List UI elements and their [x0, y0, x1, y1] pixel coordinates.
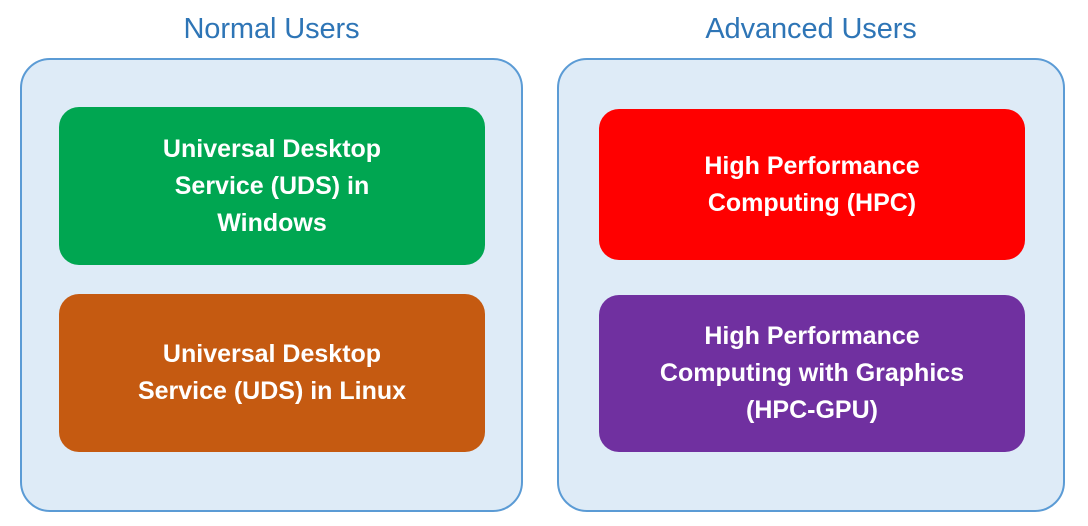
card-hpc-gpu[interactable]: High Performance Computing with Graphics… [599, 295, 1025, 452]
card-line: Computing (HPC) [707, 188, 917, 217]
group-title-advanced-users: Advanced Users [705, 13, 917, 45]
group-normal-users: Normal Users Universal Desktop Service (… [20, 0, 523, 526]
card-line: Computing with Graphics [659, 359, 965, 387]
card-line: Service (UDS) in Linux [137, 377, 407, 405]
card-line: Universal Desktop [162, 340, 382, 368]
panel-advanced-users: High Performance Computing (HPC) High Pe… [557, 58, 1065, 512]
card-line: Service (UDS) in [174, 171, 370, 200]
group-advanced-users: Advanced Users High Performance Computin… [557, 0, 1065, 526]
card-hpc[interactable]: High Performance Computing (HPC) [599, 109, 1025, 260]
panel-normal-users: Universal Desktop Service (UDS) in Windo… [20, 58, 523, 512]
card-line: (HPC-GPU) [746, 396, 878, 424]
group-title-normal-users: Normal Users [183, 13, 360, 45]
card-uds-linux[interactable]: Universal Desktop Service (UDS) in Linux [59, 294, 485, 452]
card-uds-windows[interactable]: Universal Desktop Service (UDS) in Windo… [59, 107, 485, 265]
card-line: Windows [217, 208, 327, 237]
card-line: Universal Desktop [162, 134, 382, 163]
card-line: High Performance [704, 322, 920, 350]
card-line: High Performance [704, 151, 920, 180]
